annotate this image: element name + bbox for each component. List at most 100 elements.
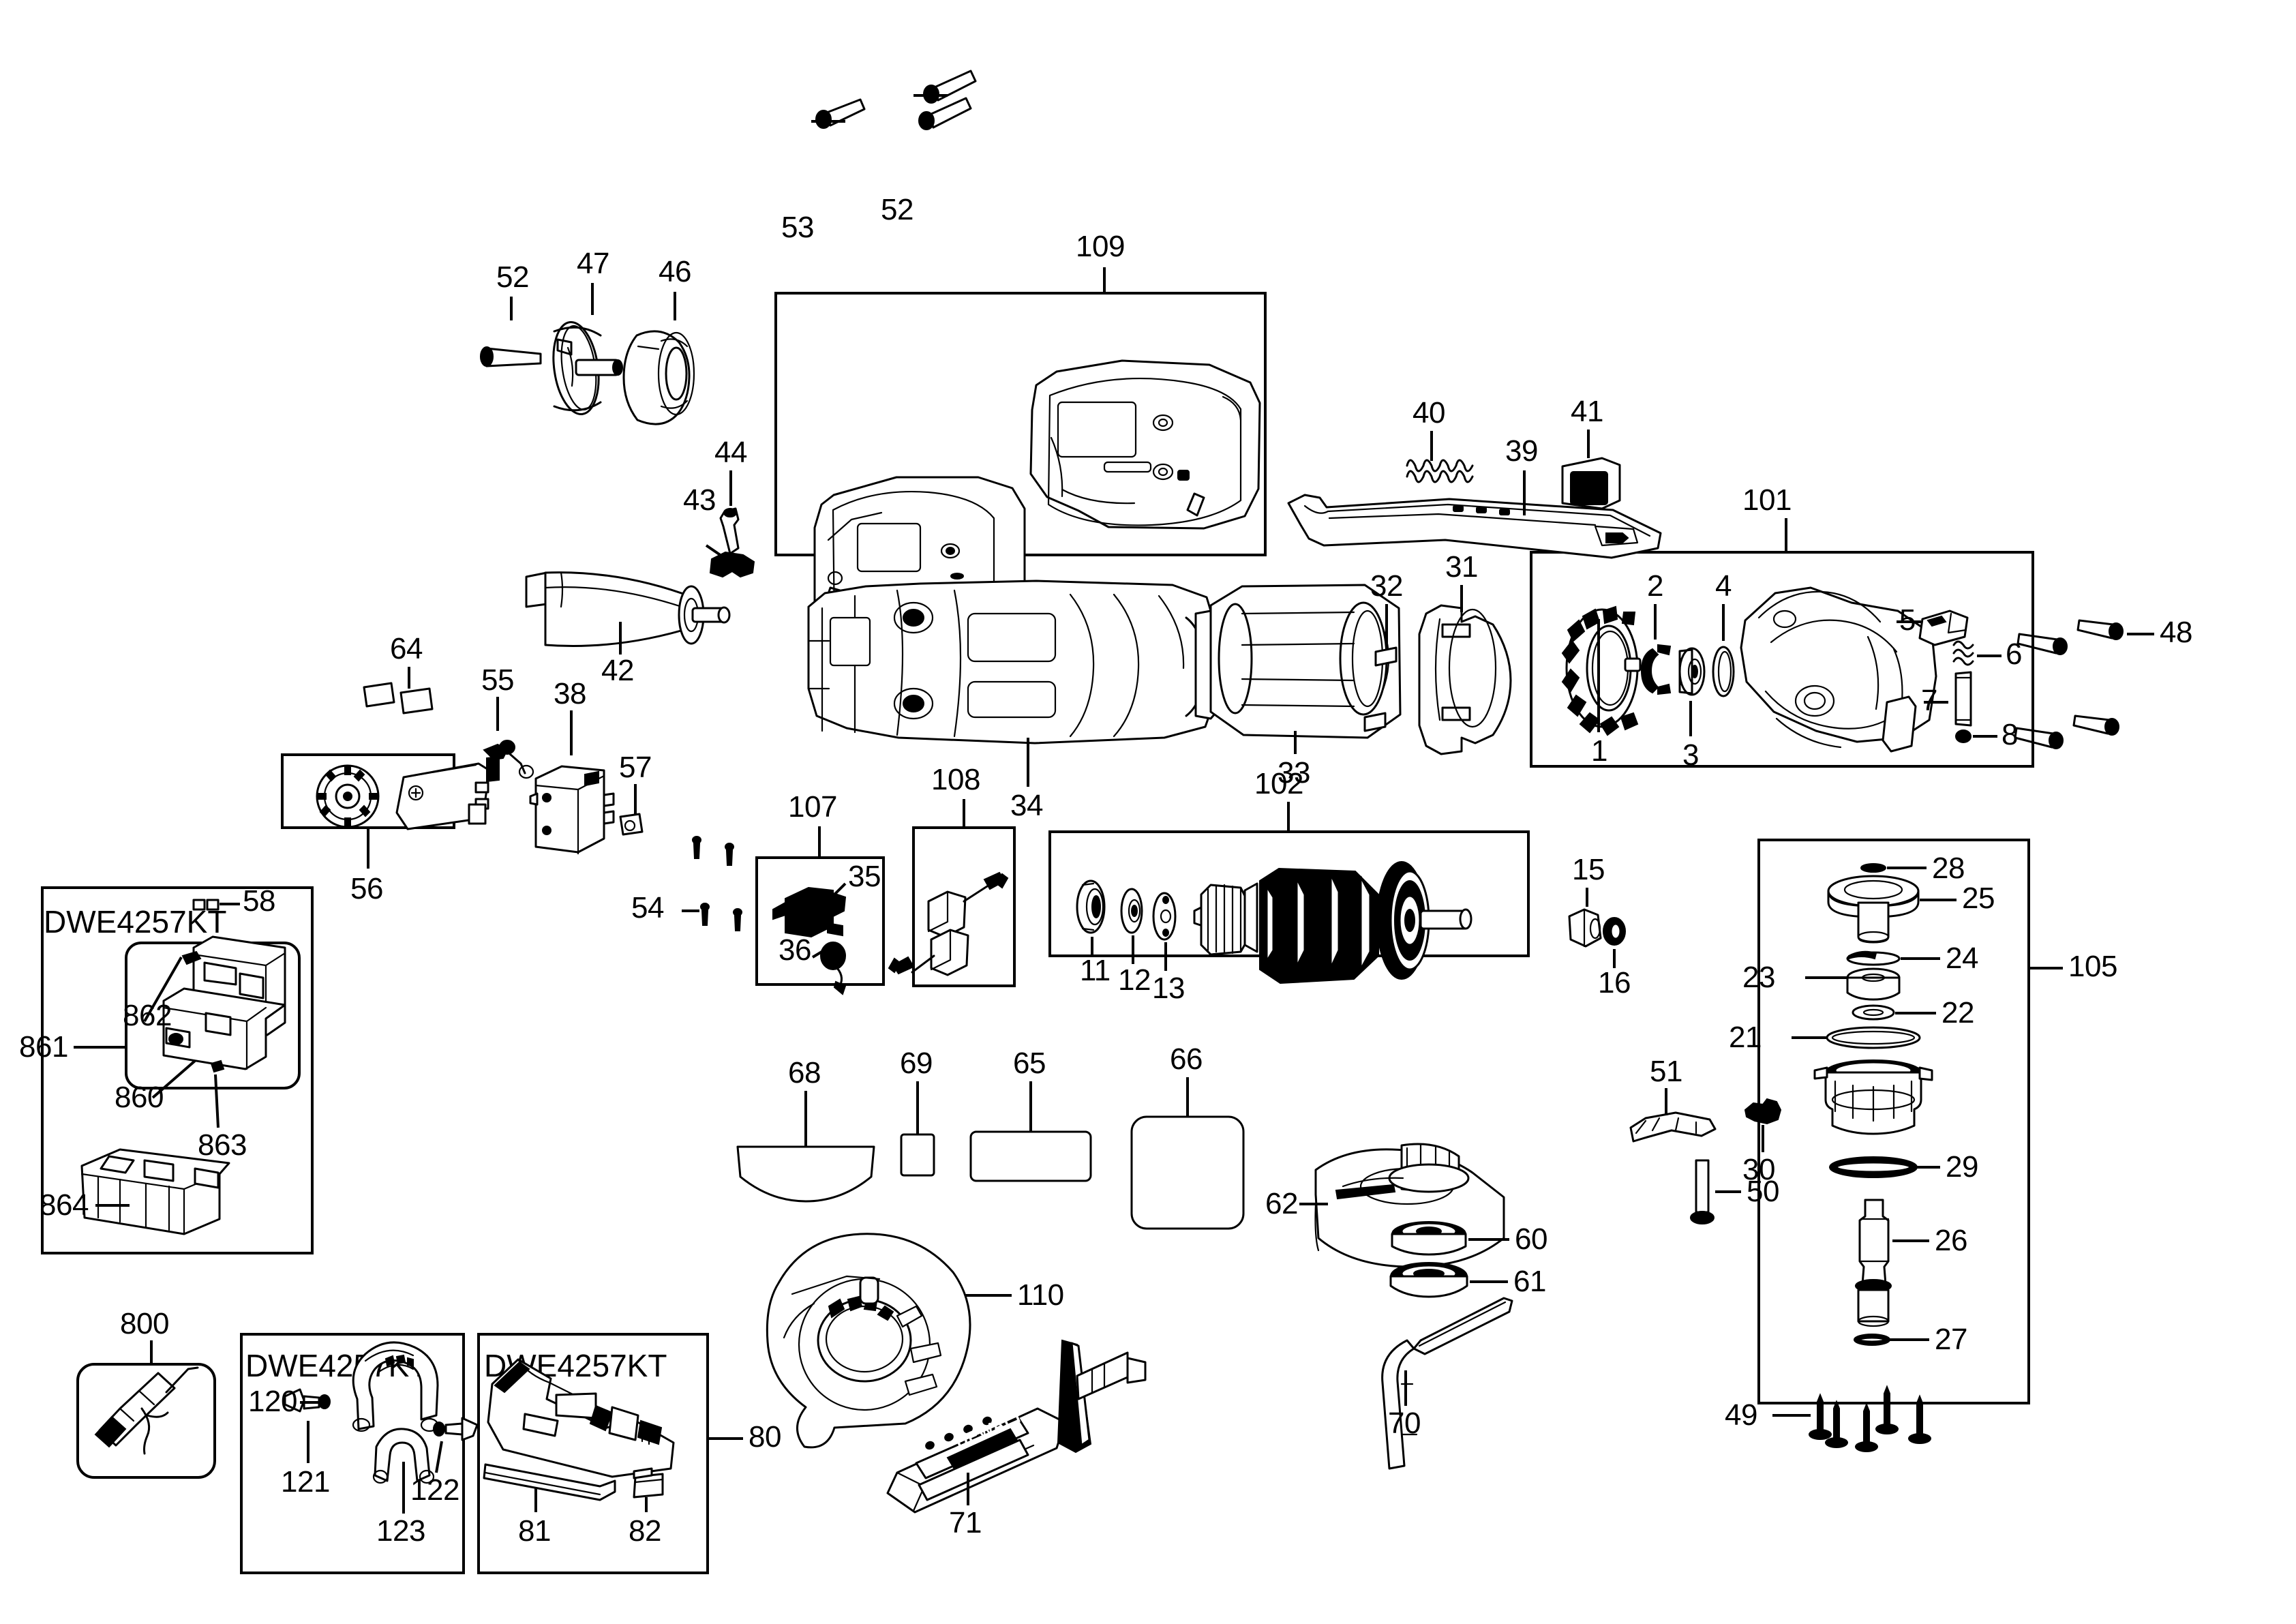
part-29-oring <box>1829 1156 1918 1178</box>
group-box-108 <box>912 826 1016 987</box>
part-48-screws <box>2014 619 2124 749</box>
callout-22: 22 <box>1942 996 1974 1029</box>
callout-30: 30 <box>1742 1153 1775 1186</box>
callout-39: 39 <box>1505 434 1538 468</box>
part-4-oring <box>1712 646 1735 697</box>
callout-53: 53 <box>781 211 814 244</box>
callout-44: 44 <box>714 436 747 469</box>
callout-105: 105 <box>2068 950 2117 983</box>
switch-knob <box>316 764 380 828</box>
part-16-grommet <box>1603 917 1626 946</box>
part-70-hex-key <box>1381 1297 1513 1470</box>
part-110-guard <box>766 1233 971 1449</box>
part-40-spring <box>1406 459 1474 483</box>
part-6-spring <box>1952 640 1974 666</box>
callout-68: 68 <box>788 1056 821 1089</box>
callout-28: 28 <box>1932 852 1965 885</box>
callout-49: 49 <box>1725 1398 1757 1432</box>
callout-32: 32 <box>1370 569 1403 603</box>
callout-110: 110 <box>1017 1278 1064 1312</box>
callout-52-left: 52 <box>496 260 529 294</box>
callout-3: 3 <box>1682 738 1699 772</box>
callout-82: 82 <box>629 1514 661 1548</box>
part-22-shim <box>1852 1004 1895 1021</box>
part-102-armature <box>1193 861 1472 984</box>
part-56-switch-module <box>316 762 491 830</box>
callout-47: 47 <box>577 247 609 280</box>
callout-52-top: 52 <box>881 193 913 226</box>
part-50-screw <box>1690 1159 1715 1224</box>
part-23-bearing <box>1846 967 1901 1001</box>
callout-101: 101 <box>1742 483 1792 517</box>
callout-4: 4 <box>1715 569 1732 603</box>
callout-109: 109 <box>1076 230 1125 263</box>
part-39-lever-bar <box>1287 494 1662 559</box>
part-21-oring <box>1826 1026 1921 1049</box>
part-69-label <box>900 1133 935 1177</box>
group-box-800 <box>76 1363 216 1479</box>
callout-60: 60 <box>1515 1222 1547 1256</box>
callout-43: 43 <box>683 483 716 517</box>
callout-56: 56 <box>350 872 383 905</box>
part-25-flange-collar <box>1827 875 1920 944</box>
callout-66: 66 <box>1170 1042 1203 1076</box>
callout-58: 58 <box>243 884 275 918</box>
part-65-label <box>969 1130 1092 1182</box>
part-49-screws <box>1809 1385 1931 1452</box>
callout-15: 15 <box>1572 853 1605 886</box>
callout-33: 33 <box>1278 756 1310 790</box>
callout-26: 26 <box>1935 1224 1967 1257</box>
callout-860: 860 <box>115 1081 164 1114</box>
callout-64: 64 <box>390 632 423 665</box>
part-122-knob <box>433 1417 479 1441</box>
part-1-fan <box>1561 605 1642 736</box>
callout-62: 62 <box>1265 1187 1298 1220</box>
part-43-clip <box>709 551 755 578</box>
group-box-120 <box>240 1333 465 1574</box>
part-52-screw-left <box>480 346 542 367</box>
part-28-retainer <box>1860 863 1886 873</box>
part-46-housing-ring <box>622 330 695 425</box>
callout-861: 861 <box>19 1030 68 1064</box>
part-71-side-handle <box>886 1339 1147 1514</box>
part-47-clamp-ring <box>552 321 623 415</box>
callout-13: 13 <box>1152 972 1185 1005</box>
callout-70: 70 <box>1388 1407 1421 1440</box>
callout-24: 24 <box>1946 942 1978 975</box>
part-55-lever <box>483 740 534 783</box>
group-box-80 <box>477 1333 709 1574</box>
switch-body <box>395 762 491 830</box>
callout-120: 120 <box>248 1385 297 1418</box>
part-36-spring-clip <box>820 942 847 995</box>
part-26-spindle <box>1855 1199 1892 1327</box>
part-11-bearing <box>1076 879 1106 934</box>
callout-21: 21 <box>1729 1021 1762 1054</box>
group-box-101 <box>1530 551 2034 768</box>
part-800-cord-set <box>94 1366 199 1455</box>
callout-57: 57 <box>619 751 652 784</box>
callout-23: 23 <box>1742 961 1775 994</box>
part-60-inner-flange <box>1391 1221 1467 1256</box>
callout-61: 61 <box>1513 1265 1546 1298</box>
group-box-861 <box>41 886 314 1254</box>
part-33-field-stator <box>1209 584 1402 739</box>
part-121-knob <box>284 1388 331 1413</box>
callout-38: 38 <box>554 677 586 710</box>
part-101-gear-case <box>1740 586 1937 753</box>
part-8-ball <box>1955 730 1972 743</box>
part-80-dust-shroud <box>483 1358 675 1501</box>
part-57-contact <box>619 813 644 836</box>
callout-25: 25 <box>1962 882 1995 915</box>
part-34-motor-housing <box>807 580 1222 745</box>
part-13-plate <box>1152 892 1177 941</box>
part-housing-cap <box>1813 1059 1933 1135</box>
part-12-washer <box>1120 888 1143 934</box>
callout-46: 46 <box>659 255 691 288</box>
callout-31: 31 <box>1445 550 1478 584</box>
part-5-lock-slide <box>1918 610 1969 646</box>
callout-48: 48 <box>2160 616 2192 649</box>
callout-12: 12 <box>1118 963 1151 997</box>
callout-8: 8 <box>2002 718 2018 751</box>
